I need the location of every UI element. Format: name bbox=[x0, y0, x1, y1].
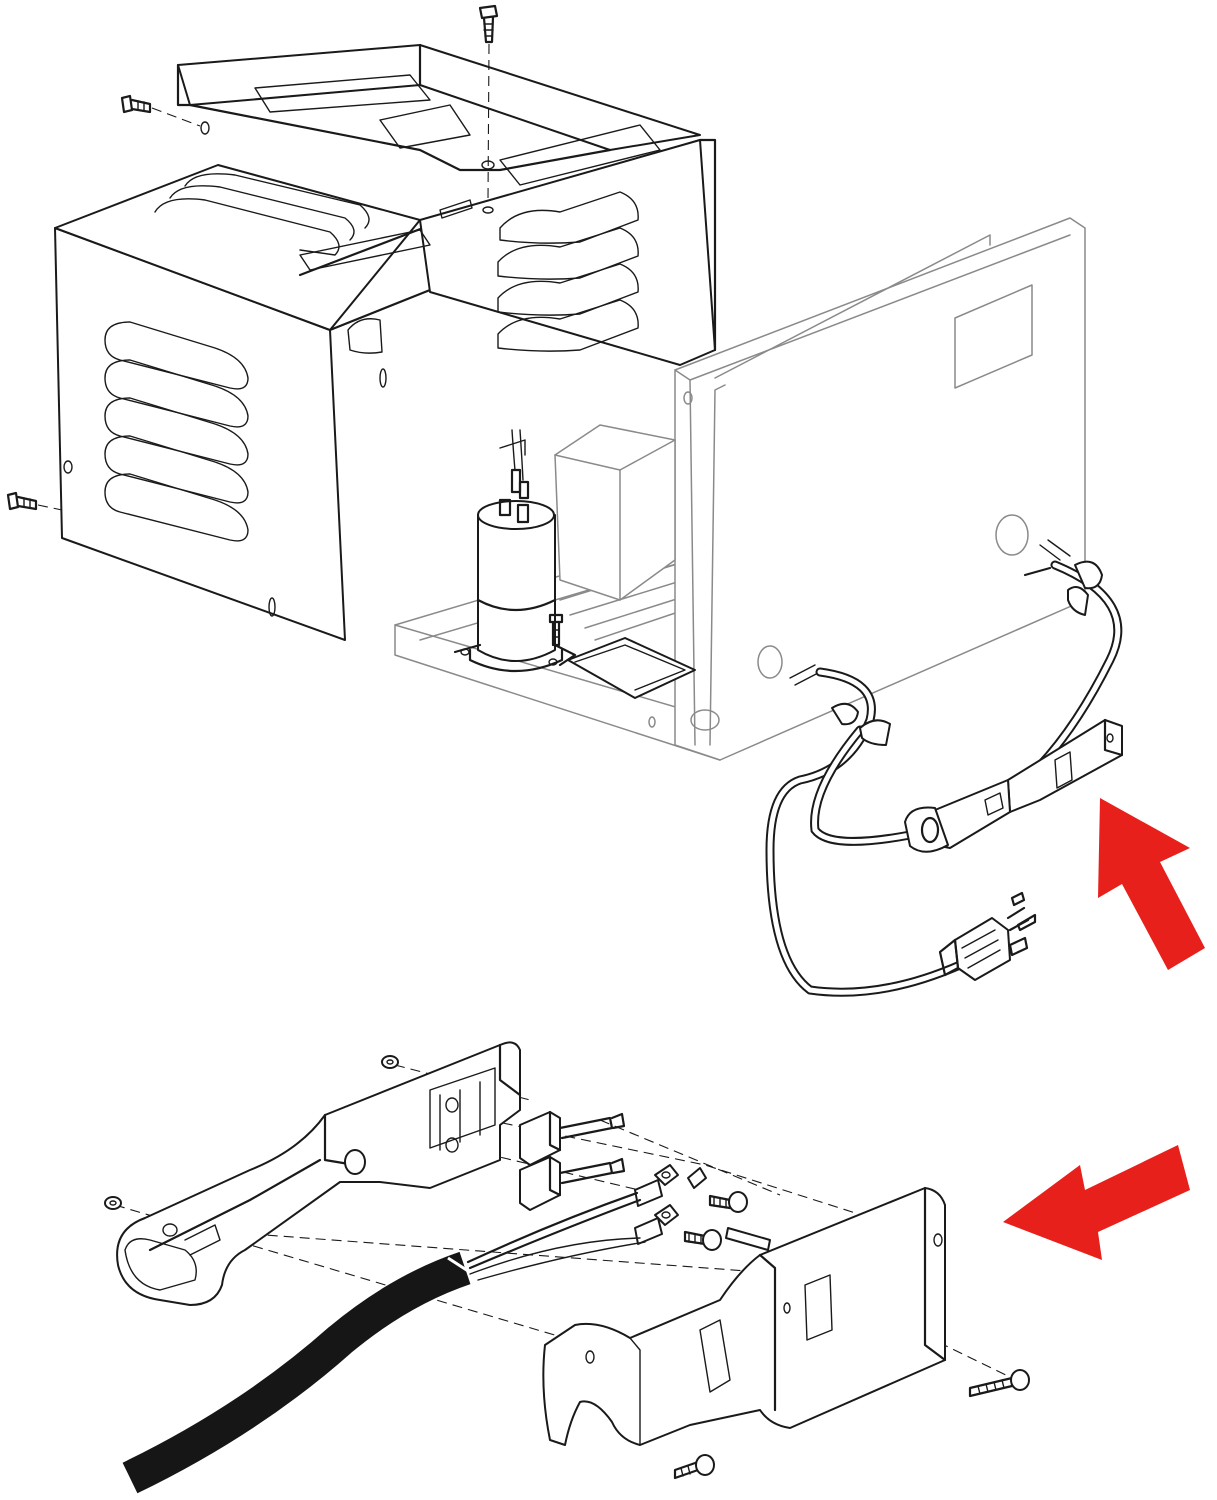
callout-arrow-lower bbox=[1003, 1145, 1190, 1260]
charger-cord bbox=[122, 1191, 646, 1494]
ac-plug bbox=[938, 891, 1037, 981]
top-screw bbox=[478, 4, 499, 201]
callout-arrow-upper bbox=[1098, 798, 1205, 970]
plug-contacts bbox=[519, 1110, 626, 1211]
terminal-screw-lower bbox=[683, 1229, 722, 1251]
capacitor bbox=[453, 429, 577, 673]
washer-left-top bbox=[381, 1055, 399, 1069]
terminal-screw-upper bbox=[708, 1191, 748, 1213]
transformer bbox=[554, 424, 676, 601]
capacitor-screw bbox=[548, 613, 564, 647]
side-screw-lower bbox=[6, 491, 63, 511]
plug-handle-right-half bbox=[542, 1186, 947, 1446]
dc-charger-plug bbox=[904, 718, 1124, 853]
ac-power-cord bbox=[765, 539, 1123, 997]
side-screw-upper bbox=[120, 94, 201, 127]
handle-screw-right bbox=[968, 1369, 1030, 1398]
charger-cabinet-cover bbox=[54, 43, 717, 641]
charger-base-chassis bbox=[394, 217, 1086, 761]
handle-screw-bottom bbox=[673, 1454, 715, 1480]
plug-handle-left-half bbox=[116, 1041, 522, 1306]
washer-left-bottom bbox=[104, 1196, 122, 1210]
